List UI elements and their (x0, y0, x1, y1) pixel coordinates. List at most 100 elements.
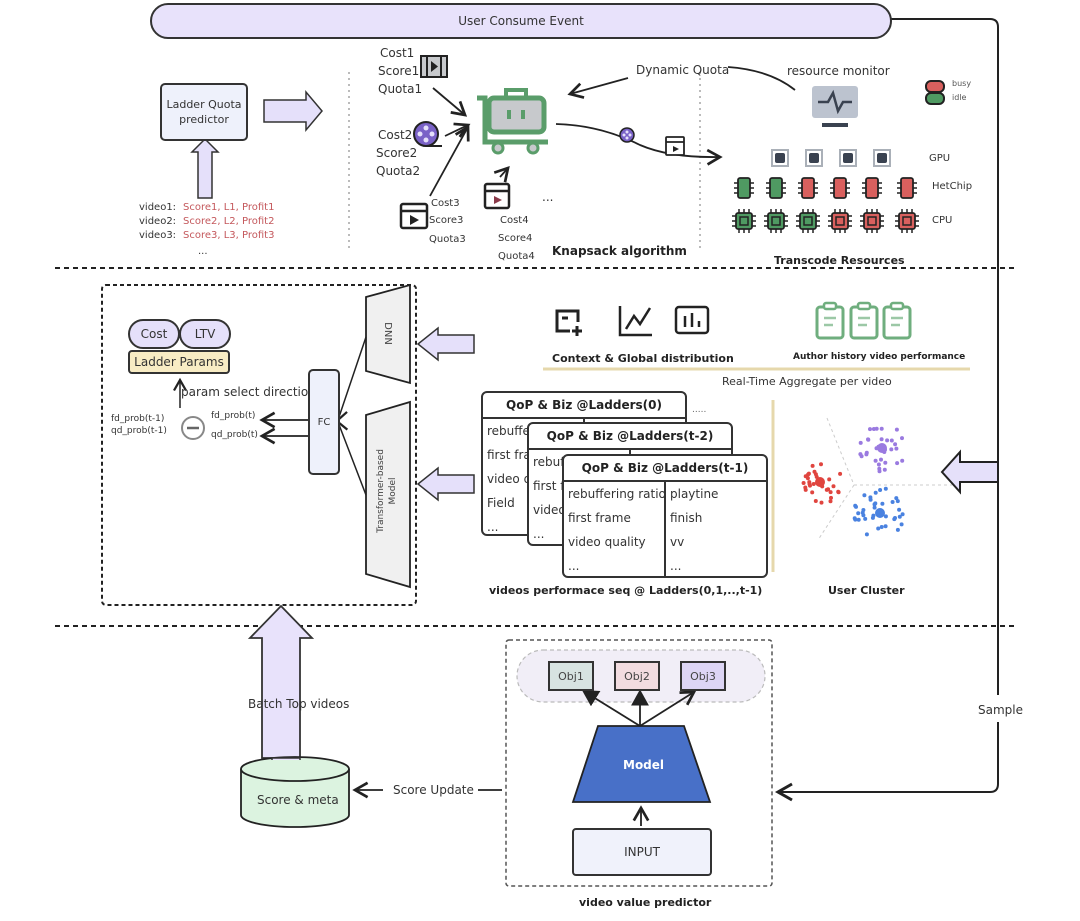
ladder-table-title: QoP & Biz @Ladders(t-1) (564, 456, 766, 482)
predictor-label-line2: predictor (179, 113, 229, 126)
gpu-chip-icon (771, 149, 789, 167)
cluster-point (900, 512, 905, 517)
cluster-point (868, 427, 872, 432)
cluster-point (873, 458, 878, 463)
cluster-point (895, 461, 900, 466)
table-cell: rebuffering ratio (568, 487, 664, 501)
transformer-block (365, 400, 411, 589)
objective-1-label: Obj1 (558, 669, 584, 683)
item-quota: Quota3 (429, 234, 466, 245)
predictor-container (505, 639, 773, 887)
hetchip-label: HetChip (932, 181, 973, 192)
qd-prob-prev: qd_prob(t-1) (111, 426, 167, 436)
fd-prob-curr: fd_prob(t) (211, 411, 256, 421)
cluster-point (829, 495, 833, 500)
items-more: ... (542, 190, 554, 204)
batch-top-label: Batch Top videos (248, 697, 350, 711)
cluster-point (877, 469, 882, 474)
cluster-point (810, 463, 815, 468)
cpu-chip-icon (828, 209, 852, 233)
cluster-point (863, 516, 868, 521)
ladder-quota-predictor: Ladder Quota predictor (160, 83, 248, 141)
cpu-chip-icon (860, 209, 884, 233)
item-cost: Cost4 (500, 215, 529, 226)
seq-label: videos performace seq @ Ladders(0,1,..,t… (489, 584, 763, 597)
resource-chips (732, 149, 919, 233)
model-block (571, 725, 712, 803)
item-score: Score2 (376, 146, 418, 160)
cluster-point (820, 484, 825, 489)
clipboard-icon (849, 301, 879, 340)
ladder-table-title: QoP & Biz @Ladders(0) (483, 393, 685, 419)
cluster-point (885, 438, 890, 443)
sample-line (888, 18, 999, 695)
cpu-label: CPU (932, 215, 953, 226)
user-consume-event-bar: User Consume Event (150, 3, 892, 39)
table-cell: ... (487, 520, 499, 534)
table-cell: vv (670, 535, 685, 549)
ladder-params-box: Ladder Params (128, 350, 230, 374)
gpu-label: GPU (929, 153, 951, 164)
objective-3: Obj3 (680, 661, 726, 691)
cost-label: Cost (140, 327, 168, 341)
fc-label: FC (317, 416, 331, 428)
cluster-point (856, 511, 861, 516)
predictor-right-arrow (263, 89, 323, 133)
gpu-chip-icon (805, 149, 823, 167)
subtract-icon (181, 416, 205, 440)
cluster-point (828, 490, 833, 495)
cluster-point (876, 462, 881, 467)
cluster-point (883, 486, 888, 491)
cluster-point (838, 471, 843, 476)
knapsack-cart-icon (477, 88, 548, 155)
ladder-params-label: Ladder Params (134, 355, 224, 369)
video-list-more: ... (198, 246, 208, 257)
cost-pill: Cost (128, 319, 180, 349)
cpu-chip-icon (732, 209, 756, 233)
cluster-point (897, 507, 902, 512)
context-add-icon (555, 309, 582, 336)
author-history-icons (815, 301, 912, 340)
dynamic-quota-label: Dynamic Quota (636, 63, 730, 77)
video-attrs: Score2, L2, Profit2 (183, 216, 275, 227)
cluster-point (879, 525, 884, 529)
input-label: INPUT (624, 845, 660, 859)
batch-top-arrow (247, 604, 315, 759)
table-cell: playtine (670, 487, 719, 501)
dnn-input-arrow (416, 326, 475, 362)
item-quota: Quota4 (498, 251, 535, 262)
table-cell: ... (533, 527, 545, 541)
video-name: video3: (139, 230, 177, 241)
cluster-point (873, 501, 878, 506)
cluster-point (880, 501, 885, 506)
video-name: video2: (139, 216, 177, 227)
objective-2-label: Obj2 (624, 669, 650, 683)
cluster-point (810, 490, 815, 495)
cluster-point (811, 482, 816, 486)
cluster-point (824, 487, 829, 492)
video-name: video1: (139, 202, 177, 213)
cluster-point (895, 527, 900, 532)
cluster-point (819, 462, 823, 467)
item-cost: Cost3 (431, 198, 460, 209)
cluster-point (853, 503, 858, 508)
cluster-point (893, 442, 898, 447)
transformer-label: Transformer-based Model (375, 436, 405, 546)
hetchip-chip-icon (897, 177, 917, 199)
cluster-point (862, 493, 867, 498)
line-chart-icon (618, 306, 652, 337)
transformer-input-arrow (416, 466, 475, 502)
video-value-predictor-label: video value predictor (579, 896, 712, 909)
cluster-point (883, 460, 888, 465)
video-attrs: Score1, L1, Profit1 (183, 202, 275, 213)
gpu-chip-icon (839, 149, 857, 167)
tables-more: ..... (692, 405, 707, 415)
item-quota: Quota1 (378, 82, 423, 96)
legend-idle-label: idle (952, 93, 967, 102)
cluster-point (873, 490, 878, 495)
param-select-direction-label: param select direction (181, 385, 316, 399)
cluster-point (890, 500, 895, 504)
cluster-point (872, 505, 877, 510)
cluster-point (894, 446, 899, 451)
cluster-point (883, 524, 888, 529)
